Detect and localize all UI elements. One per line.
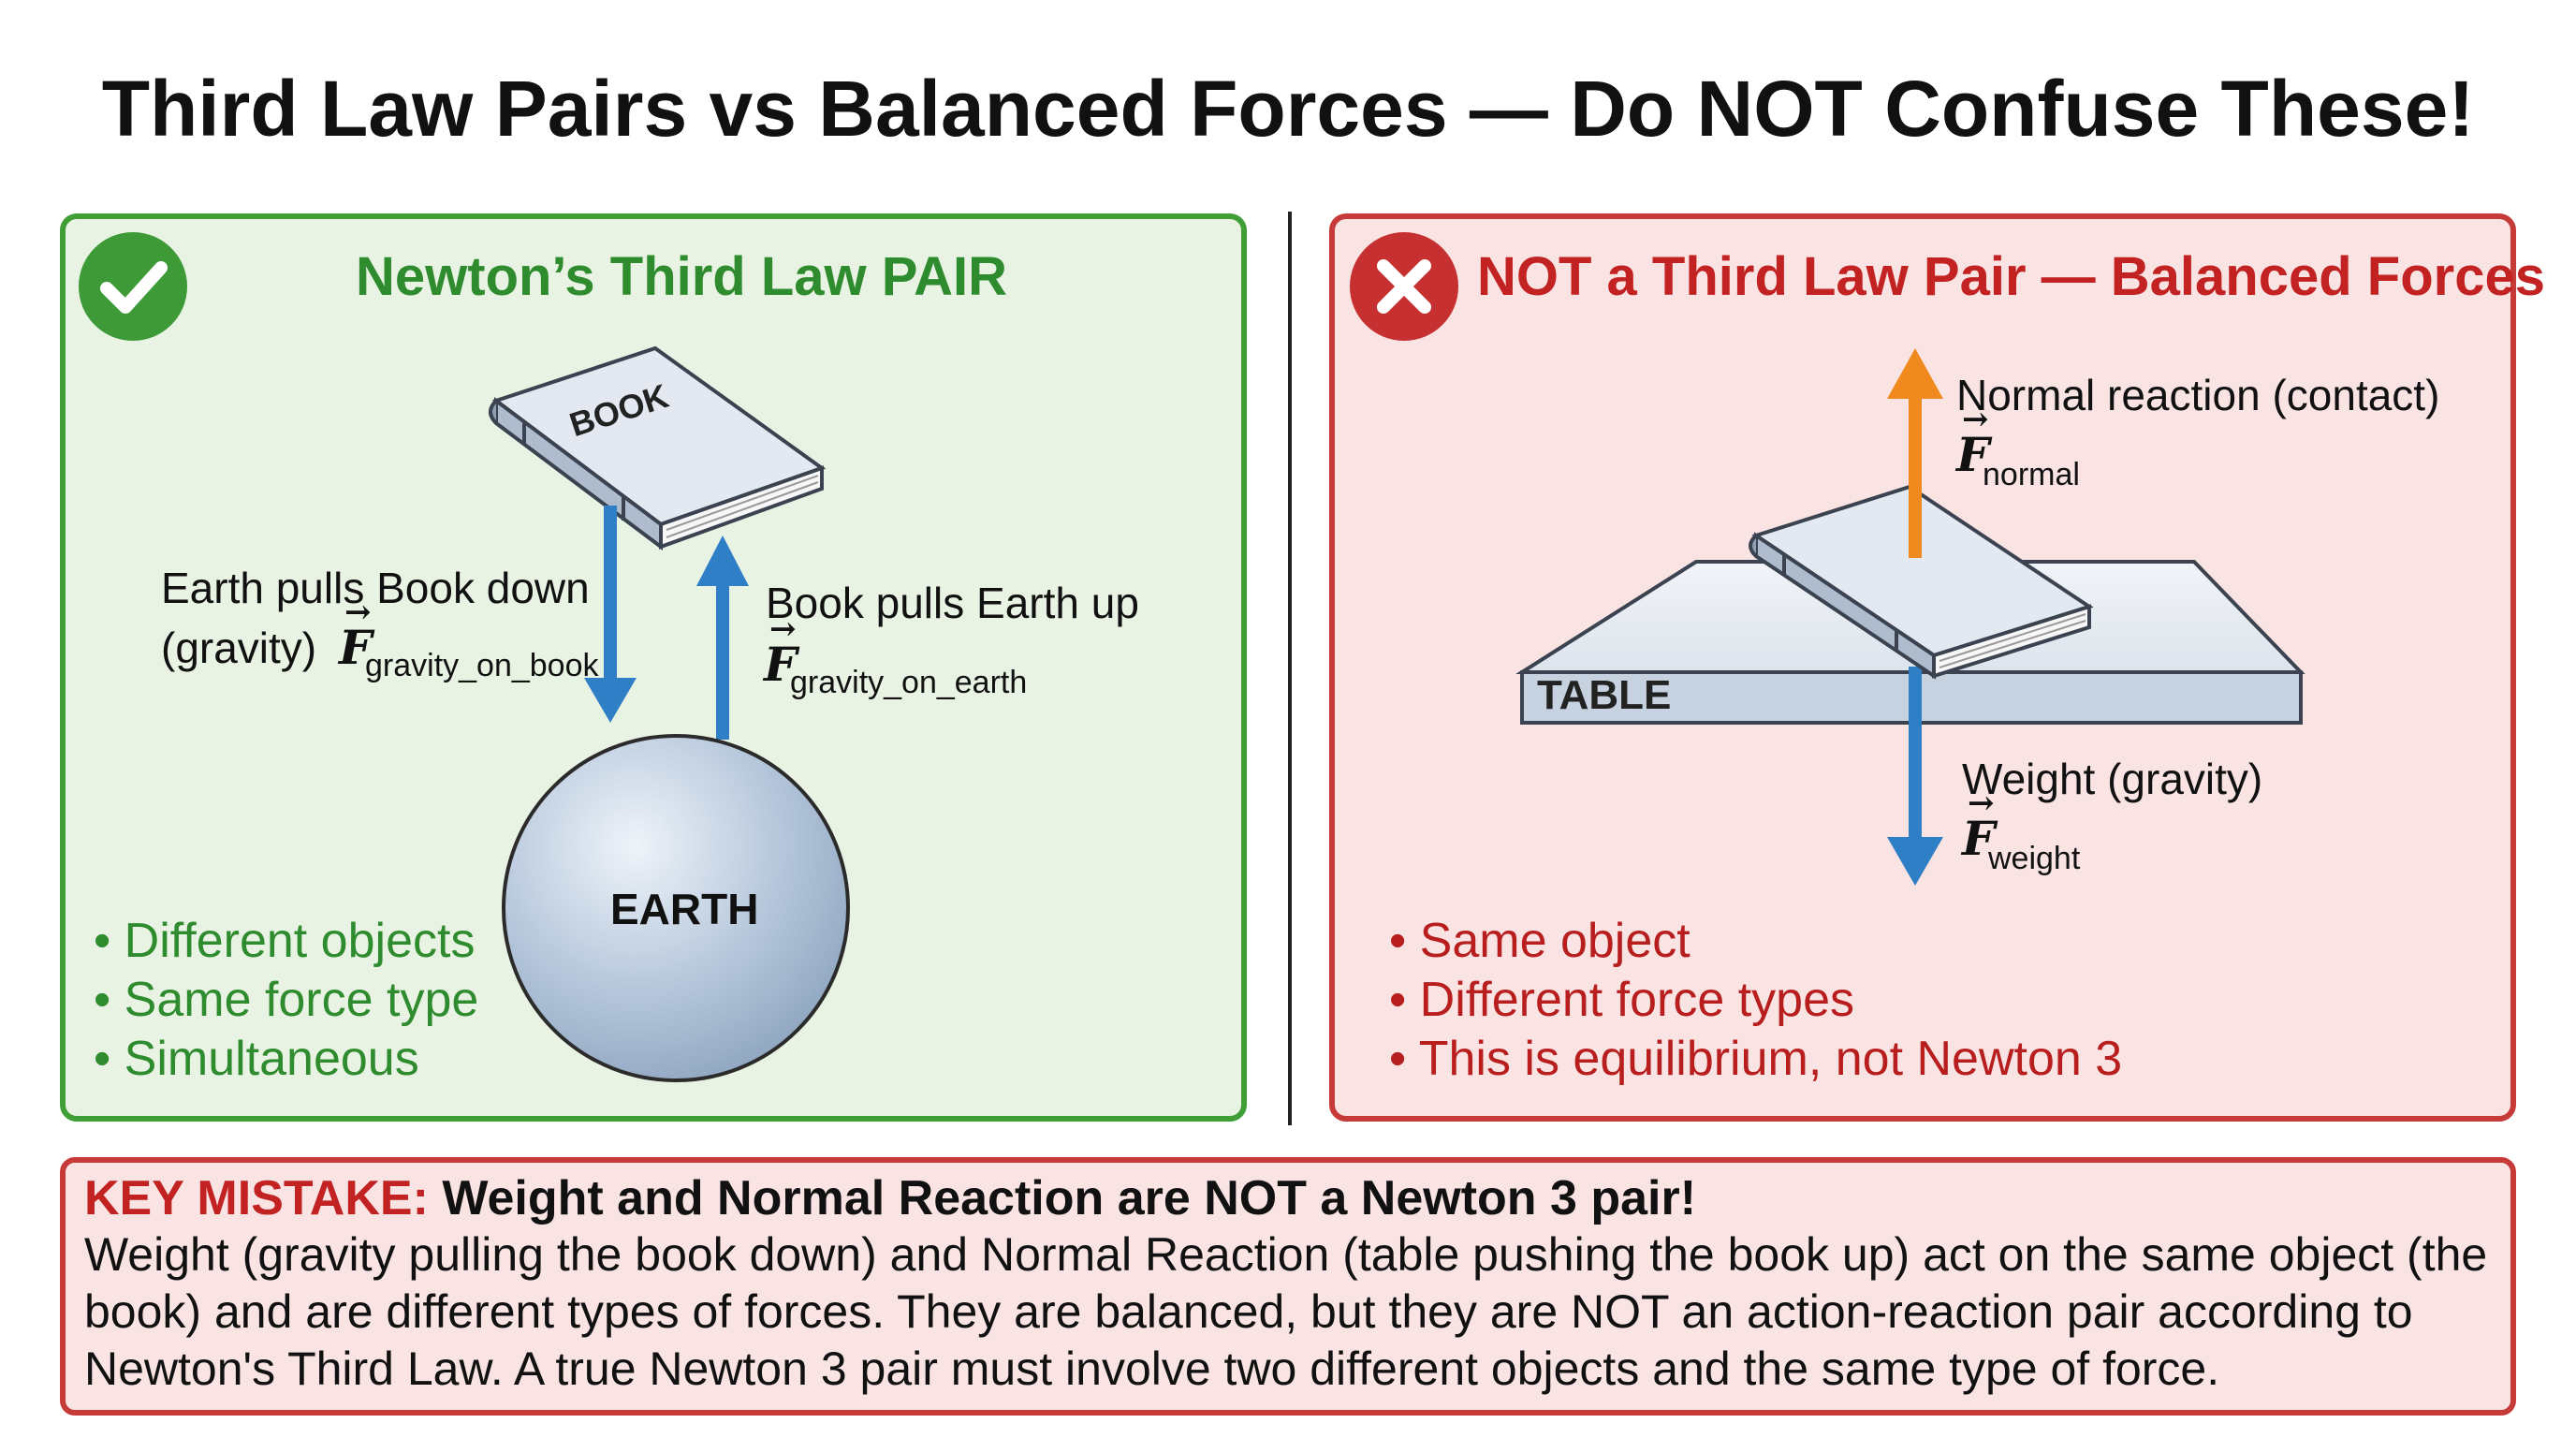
force-down-type: (gravity) — [161, 624, 317, 672]
force-down-symbol: →F — [339, 594, 373, 675]
arrow-down-gravity-on-book-head — [584, 678, 637, 723]
cross-icon — [1350, 232, 1458, 341]
earth-sphere — [502, 734, 850, 1082]
list-item: • Simultaneous — [94, 1032, 419, 1086]
arrow-up-gravity-on-earth-head — [696, 536, 749, 586]
checkmark-icon — [79, 232, 187, 341]
key-mistake-keyword: KEY MISTAKE: — [84, 1171, 429, 1225]
balanced-forces-heading: NOT a Third Law Pair — Balanced Forces — [1477, 246, 2545, 307]
force-up-label: Book pulls Earth up — [766, 579, 1139, 627]
force-down-label: Earth pulls Book down — [161, 564, 590, 612]
table-label: TABLE — [1537, 672, 1672, 718]
list-item: • Same force type — [94, 973, 479, 1027]
key-mistake-headline: KEY MISTAKE: Weight and Normal Reaction … — [84, 1170, 1696, 1226]
third-law-pair-properties: • Different objects • Same force type • … — [94, 912, 478, 1089]
earth-label: EARTH — [610, 885, 759, 933]
normal-force-label: Normal reaction (contact) — [1956, 371, 2440, 419]
list-item: • Different objects — [94, 914, 476, 968]
key-mistake-box — [60, 1157, 2516, 1416]
list-item: • Different force types — [1389, 973, 1855, 1027]
force-down-subscript: gravity_on_book — [365, 648, 599, 683]
book-left: BOOK — [489, 345, 827, 550]
normal-force-symbol: →F — [1956, 401, 1990, 482]
arrow-up-normal-head — [1887, 348, 1943, 399]
key-mistake-title: Weight and Normal Reaction are NOT a New… — [442, 1171, 1697, 1225]
list-item: • Same object — [1389, 914, 1690, 968]
weight-force-subscript: weight — [1988, 841, 2081, 876]
weight-force-label: Weight (gravity) — [1962, 755, 2263, 803]
balanced-forces-properties: • Same object • Different force types • … — [1389, 912, 2122, 1089]
third-law-pair-heading: Newton’s Third Law PAIR — [356, 246, 1008, 307]
arrow-down-weight-head — [1887, 837, 1943, 886]
list-item: • This is equilibrium, not Newton 3 — [1389, 1032, 2123, 1086]
force-up-symbol: →F — [764, 610, 798, 692]
panel-divider — [1288, 212, 1292, 1125]
page-title: Third Law Pairs vs Balanced Forces — Do … — [101, 65, 2475, 153]
book-right — [1749, 484, 2094, 680]
key-mistake-body: Weight (gravity pulling the book down) a… — [84, 1228, 2488, 1395]
weight-force-symbol: →F — [1962, 785, 1996, 866]
normal-force-subscript: normal — [1983, 457, 2080, 492]
force-up-subscript: gravity_on_earth — [790, 665, 1028, 700]
